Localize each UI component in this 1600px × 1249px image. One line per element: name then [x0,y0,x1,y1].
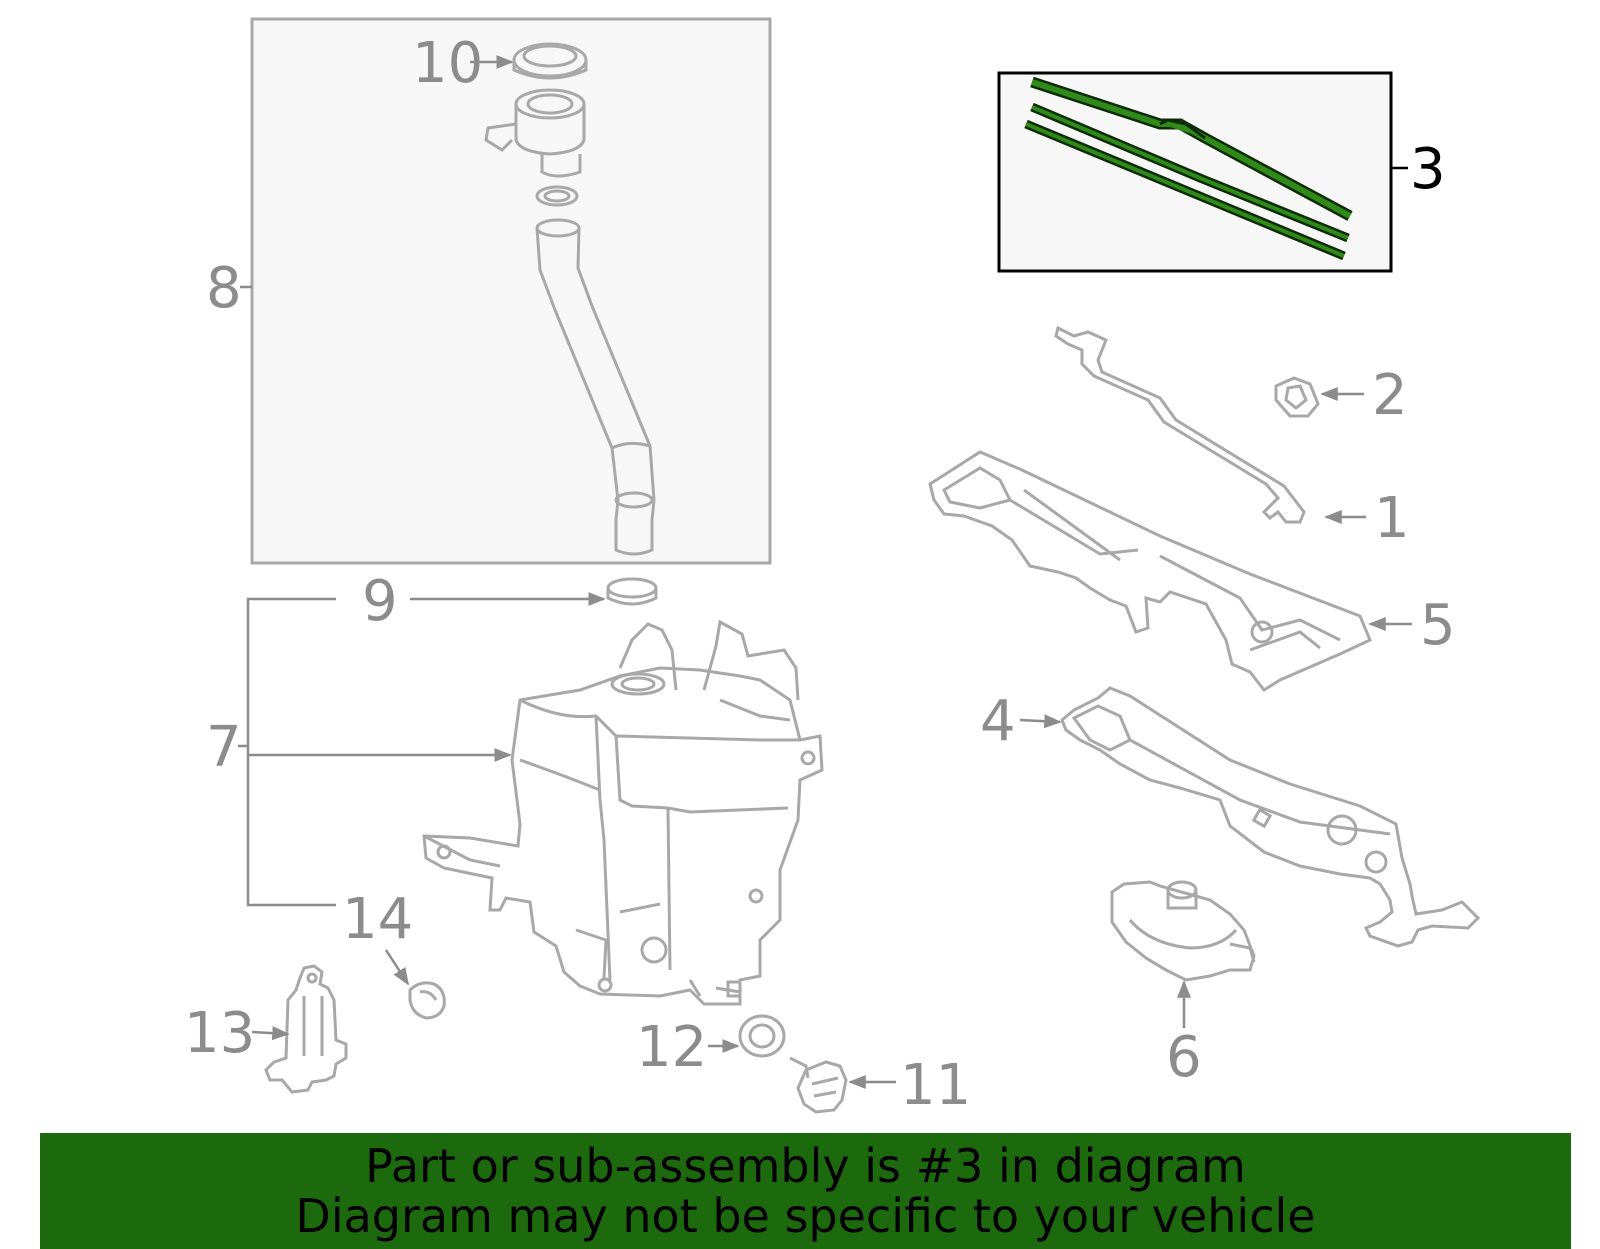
callout-8: 8 [206,256,242,321]
wiper-link-part-4[interactable] [1060,686,1481,948]
washer-reservoir-part-7[interactable] [422,619,824,1006]
callout-12: 12 [636,1015,707,1080]
callout-4: 4 [980,689,1016,754]
callout-11: 11 [900,1053,971,1118]
callout-13: 13 [184,1001,255,1066]
callout-10: 10 [412,31,483,96]
callout-14: 14 [342,887,413,952]
callout-9: 9 [362,569,398,634]
info-banner: Part or sub-assembly is #3 in diagram Di… [40,1133,1571,1249]
callout-7: 7 [206,715,242,780]
callout-2: 2 [1372,363,1408,428]
wiper-blade-part-3[interactable] [1024,76,1353,261]
wiper-motor-part-6[interactable] [1110,880,1256,982]
strainer-part-9[interactable] [606,577,658,606]
wiper-arm-part-1[interactable] [1054,325,1306,524]
grommet-part-12[interactable] [738,1014,786,1058]
callout-3: 3 [1410,137,1446,202]
pivot-cap-part-2[interactable] [1274,376,1320,418]
filler-neck-part-8[interactable] [484,88,656,556]
callout-1: 1 [1374,486,1410,551]
banner-line-part-number: Part or sub-assembly is #3 in diagram [365,1139,1246,1193]
washer-pump-part-13[interactable] [264,964,348,1094]
cowl-panel-part-5[interactable] [928,450,1372,692]
level-sensor-part-11[interactable] [789,1056,848,1114]
banner-line-disclaimer: Diagram may not be specific to your vehi… [295,1189,1316,1243]
filler-cap-part-10[interactable] [512,42,588,80]
pump-grommet-part-14[interactable] [408,981,446,1020]
callout-6: 6 [1166,1025,1202,1090]
leader-lines [238,55,1412,1089]
callout-5: 5 [1420,593,1456,658]
filler-assembly-box [250,17,772,565]
